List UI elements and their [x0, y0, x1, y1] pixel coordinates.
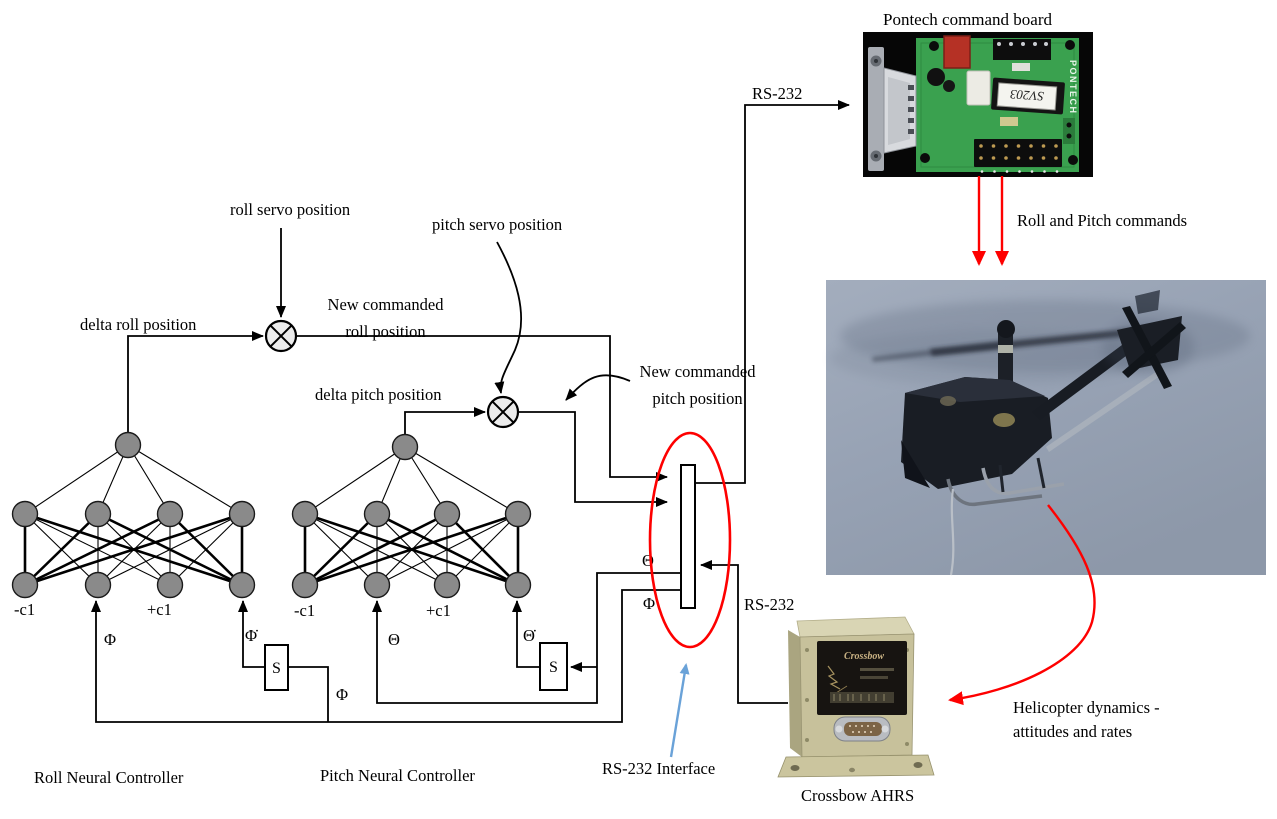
label-pontech-command-board: Pontech command board — [883, 10, 1053, 29]
crossbow-brand-text: Crossbow — [844, 651, 884, 662]
label-roll-input-phi-dot: Φ̇ — [245, 626, 258, 645]
phi-feedback-line — [91, 589, 681, 723]
nn-node — [84, 500, 112, 528]
blue-pointer-arrow — [669, 663, 690, 758]
rs232-from-crossbow-line — [700, 560, 788, 704]
red-highlight-ellipse — [648, 431, 732, 649]
nn-node — [156, 500, 184, 528]
sv203-chip: SV203 — [991, 77, 1065, 115]
nn-node — [504, 500, 532, 528]
nn-node — [11, 500, 39, 528]
top-pin-header — [993, 39, 1051, 60]
label-helicopter-dynamics: Helicopter dynamics - attitudes and rate… — [1013, 698, 1160, 741]
label-pitch-input-theta: Θ — [388, 630, 400, 649]
rs232-interface-bar — [680, 464, 696, 609]
label-new-commanded-pitch: New commanded pitch position — [639, 362, 756, 408]
svg-text:SV203: SV203 — [1009, 87, 1044, 104]
pitch-summing-junction — [486, 395, 520, 429]
pitch-servo-curve — [494, 241, 523, 394]
white-relay — [966, 70, 991, 106]
label-delta-pitch-position: delta pitch position — [315, 385, 442, 404]
label-phi-interface: Φ — [643, 594, 656, 613]
label-pitch-servo-position: pitch servo position — [432, 215, 563, 234]
phi-dot-line — [238, 600, 265, 668]
theta-dot-line — [512, 600, 540, 668]
label-rs232-right: RS-232 — [744, 595, 795, 614]
roll-neural-network — [11, 431, 256, 599]
label-roll-bias-neg: -c1 — [14, 600, 36, 619]
nn-node — [363, 500, 391, 528]
label-rs232-top: RS-232 — [752, 84, 803, 103]
pitch-neural-network — [291, 433, 532, 599]
tail-boom — [1032, 342, 1134, 420]
label-delta-roll-position: delta roll position — [80, 315, 197, 334]
nn-node — [228, 500, 256, 528]
theta-feedback-line — [372, 572, 681, 704]
red-feedback-arrow — [948, 504, 1096, 706]
label-pitch-input-theta-dot: Θ̇ — [523, 626, 535, 645]
red-command-arrows — [972, 176, 1009, 266]
pontech-brand-text: PONTECH — [1068, 60, 1078, 115]
rotor-mast — [998, 328, 1013, 386]
label-roll-servo-position: roll servo position — [230, 200, 351, 219]
helicopter-body — [901, 377, 1052, 489]
label-pitch-bias-neg: -c1 — [294, 601, 316, 620]
tail-rotor — [1102, 290, 1194, 389]
s-block-pitch: S — [539, 642, 568, 691]
label-roll-bias-pos: +c1 — [147, 600, 172, 619]
pontech-board-photo: SV203 PONTECH — [863, 32, 1093, 177]
helicopter-photo — [826, 280, 1266, 576]
delta-roll-line — [127, 331, 264, 433]
label-phi-feedback: Φ — [336, 685, 349, 704]
red-jumper — [943, 35, 971, 69]
label-pitch-neural-controller: Pitch Neural Controller — [320, 766, 475, 785]
nn-node — [433, 500, 461, 528]
nn-node — [156, 571, 184, 599]
new-pitch-command-line — [518, 411, 668, 507]
diagram-connectors — [91, 100, 850, 723]
nn-node — [363, 571, 391, 599]
nn-node — [291, 571, 319, 599]
nn-node — [114, 431, 142, 459]
svg-text:S: S — [272, 660, 281, 677]
pitch-annotation-arrow — [565, 374, 631, 401]
roll-summing-junction — [264, 319, 298, 353]
nn-node — [504, 571, 532, 599]
label-rs232-interface: RS-232 Interface — [602, 759, 716, 778]
new-roll-command-line — [296, 335, 668, 482]
nn-node — [391, 433, 419, 461]
label-crossbow-ahrs: Crossbow AHRS — [801, 786, 915, 805]
crossbow-base-flange — [777, 754, 935, 778]
label-theta-interface: Θ — [642, 551, 654, 570]
s-block-roll: S — [264, 644, 289, 691]
db15-connector — [833, 716, 891, 742]
db9-connector — [868, 47, 917, 171]
delta-pitch-line — [404, 407, 486, 434]
rs232-to-pontech-line — [695, 100, 850, 484]
nn-node — [433, 571, 461, 599]
label-roll-and-pitch-commands: Roll and Pitch commands — [1017, 211, 1188, 230]
crossbow-label-panel: Crossbow — [817, 641, 907, 715]
nn-node — [291, 500, 319, 528]
servo-pin-header — [974, 139, 1062, 167]
crossbow-top-face — [796, 616, 915, 638]
hanging-rope — [949, 488, 955, 576]
landing-skids — [946, 457, 1065, 507]
svg-text:S: S — [549, 659, 558, 676]
label-pitch-bias-pos: +c1 — [426, 601, 451, 620]
label-roll-neural-controller: Roll Neural Controller — [34, 768, 184, 787]
nn-node — [11, 571, 39, 599]
crossbow-ahrs-photo: Crossbow — [777, 616, 935, 778]
nn-node — [84, 571, 112, 599]
label-roll-input-phi: Φ — [104, 630, 117, 649]
nn-node — [228, 571, 256, 599]
phi-to-s-block — [289, 666, 329, 722]
